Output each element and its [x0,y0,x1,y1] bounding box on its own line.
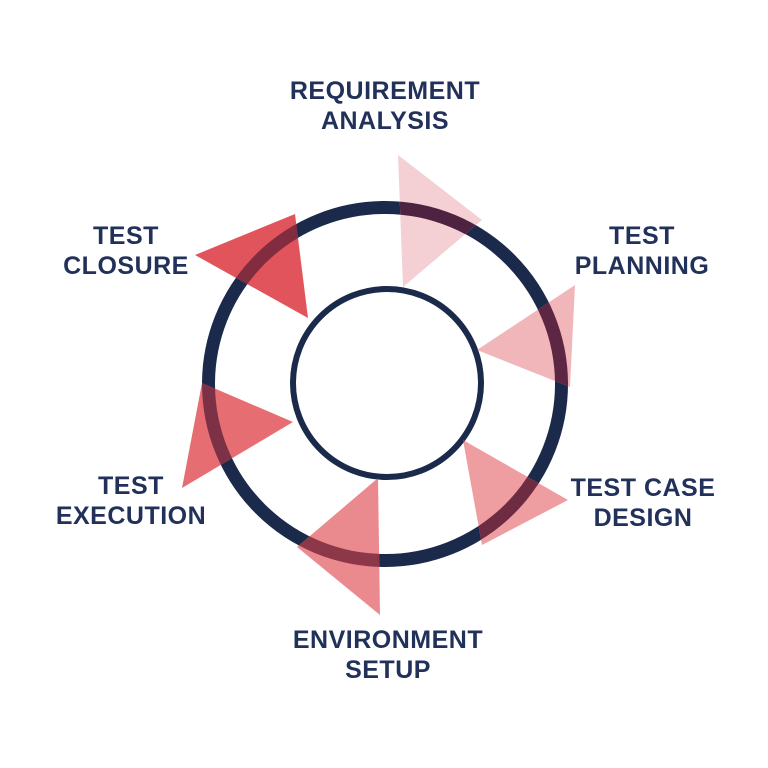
stage-label-environment-setup: ENVIRONMENT SETUP [293,625,483,685]
stage-label-line: TEST [609,222,675,250]
stage-label-line: ANALYSIS [320,107,450,135]
stage-label-line: CLOSURE [63,252,189,280]
stage-label-test-closure: TEST CLOSURE [63,221,189,281]
stage-label-line: TEST [98,472,164,500]
stage-label-line: PLANNING [574,252,710,280]
stage-label-line: TEST CASE [570,474,716,502]
stage-label-line: ENVIRONMENT [292,626,484,654]
stage-label-test-planning: TEST PLANNING [575,221,710,281]
inner-circle [290,286,484,480]
stage-arrows [182,155,575,615]
stage-label-line: TEST [93,222,159,250]
stage-label-line: EXECUTION [55,502,207,530]
stage-label-requirement-analysis: REQUIREMENT ANALYSIS [290,76,480,136]
stage-arrow-environment-setup [297,478,380,615]
stage-label-line: DESIGN [593,504,693,532]
stage-label-test-execution: TEST EXECUTION [56,471,206,531]
stage-label-line: REQUIREMENT [289,77,481,105]
outer-ring-circle [202,201,568,567]
stage-label-line: SETUP [345,656,431,684]
stage-label-test-case-design: TEST CASE DESIGN [571,473,716,533]
